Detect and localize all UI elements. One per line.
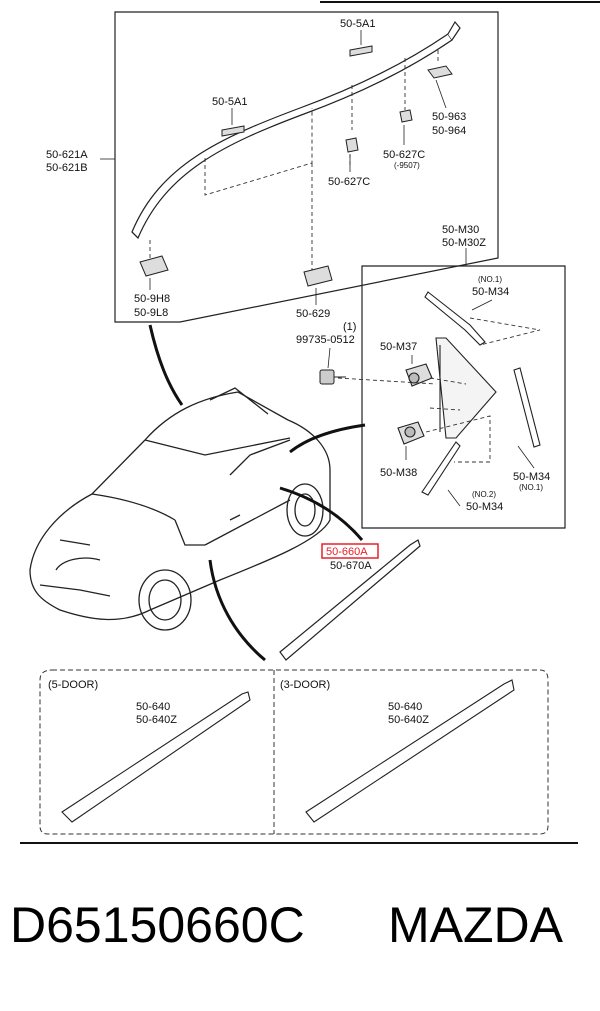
- brand-name: MAZDA: [388, 897, 563, 953]
- label-clip-964: 50-964: [432, 125, 466, 137]
- label-clip-5a1-top: 50-5A1: [340, 18, 375, 30]
- label-clip-629: 50-629: [296, 308, 330, 320]
- belt-molding: [279, 539, 421, 661]
- label-three-door: (3-DOOR): [280, 679, 330, 691]
- quarter-window-parts: [397, 291, 541, 496]
- door-molding-frame: [39, 669, 549, 835]
- screw-icon: [319, 369, 346, 385]
- label-roof-rail-r: 50-621B: [46, 162, 88, 174]
- label-five-door: (5-DOOR): [48, 679, 98, 691]
- label-clip-627c-c: 50-627C: [328, 176, 370, 188]
- label-m34-bottom: 50-M34: [466, 501, 503, 513]
- quarter-window-panel: [361, 265, 566, 529]
- label-screw-qty: (1): [343, 321, 356, 333]
- label-m38: 50-M38: [380, 467, 417, 479]
- label-m37: 50-M37: [380, 341, 417, 353]
- label-m34-top: 50-M34: [472, 286, 509, 298]
- label-m30: 50-M30: [442, 224, 479, 236]
- label-p640-5d: 50-640: [136, 701, 170, 713]
- label-end-9l8: 50-9L8: [134, 307, 168, 319]
- label-clip-963: 50-963: [432, 111, 466, 123]
- label-clip-627c-r: 50-627C: [383, 149, 425, 161]
- label-p640z-3d: 50-640Z: [388, 714, 429, 726]
- label-no1-right: (NO.1): [519, 483, 543, 492]
- label-no2: (NO.2): [472, 490, 496, 499]
- label-roof-rail-l: 50-621A: [46, 149, 88, 161]
- callout-sweeps: [148, 324, 366, 662]
- label-highlight-660a: 50-660A: [326, 546, 368, 558]
- label-p640-3d: 50-640: [388, 701, 422, 713]
- label-end-9h8: 50-9H8: [134, 293, 170, 305]
- label-no1-top: (NO.1): [478, 275, 502, 284]
- label-p640z-5d: 50-640Z: [136, 714, 177, 726]
- window-leader-dashes: [337, 317, 541, 463]
- roof-clips: [139, 45, 453, 287]
- label-clip-5a1-mid: 50-5A1: [212, 96, 247, 108]
- highlight-box: [321, 543, 379, 559]
- car-body: [29, 387, 331, 631]
- roof-hidden-lines: [149, 50, 439, 280]
- roof-rail-panel: [114, 11, 499, 323]
- door-moldings: [61, 679, 515, 823]
- leader-lines: [100, 30, 535, 507]
- roof-rail-bar: [131, 20, 461, 240]
- label-screw-part: 99735-0512: [296, 334, 355, 346]
- label-clip-627c-r-note: (-9507): [394, 161, 420, 170]
- label-m34-right: 50-M34: [513, 471, 550, 483]
- label-m30z: 50-M30Z: [442, 237, 486, 249]
- label-molding-670a: 50-670A: [330, 560, 372, 572]
- part-number: D65150660C: [10, 897, 305, 953]
